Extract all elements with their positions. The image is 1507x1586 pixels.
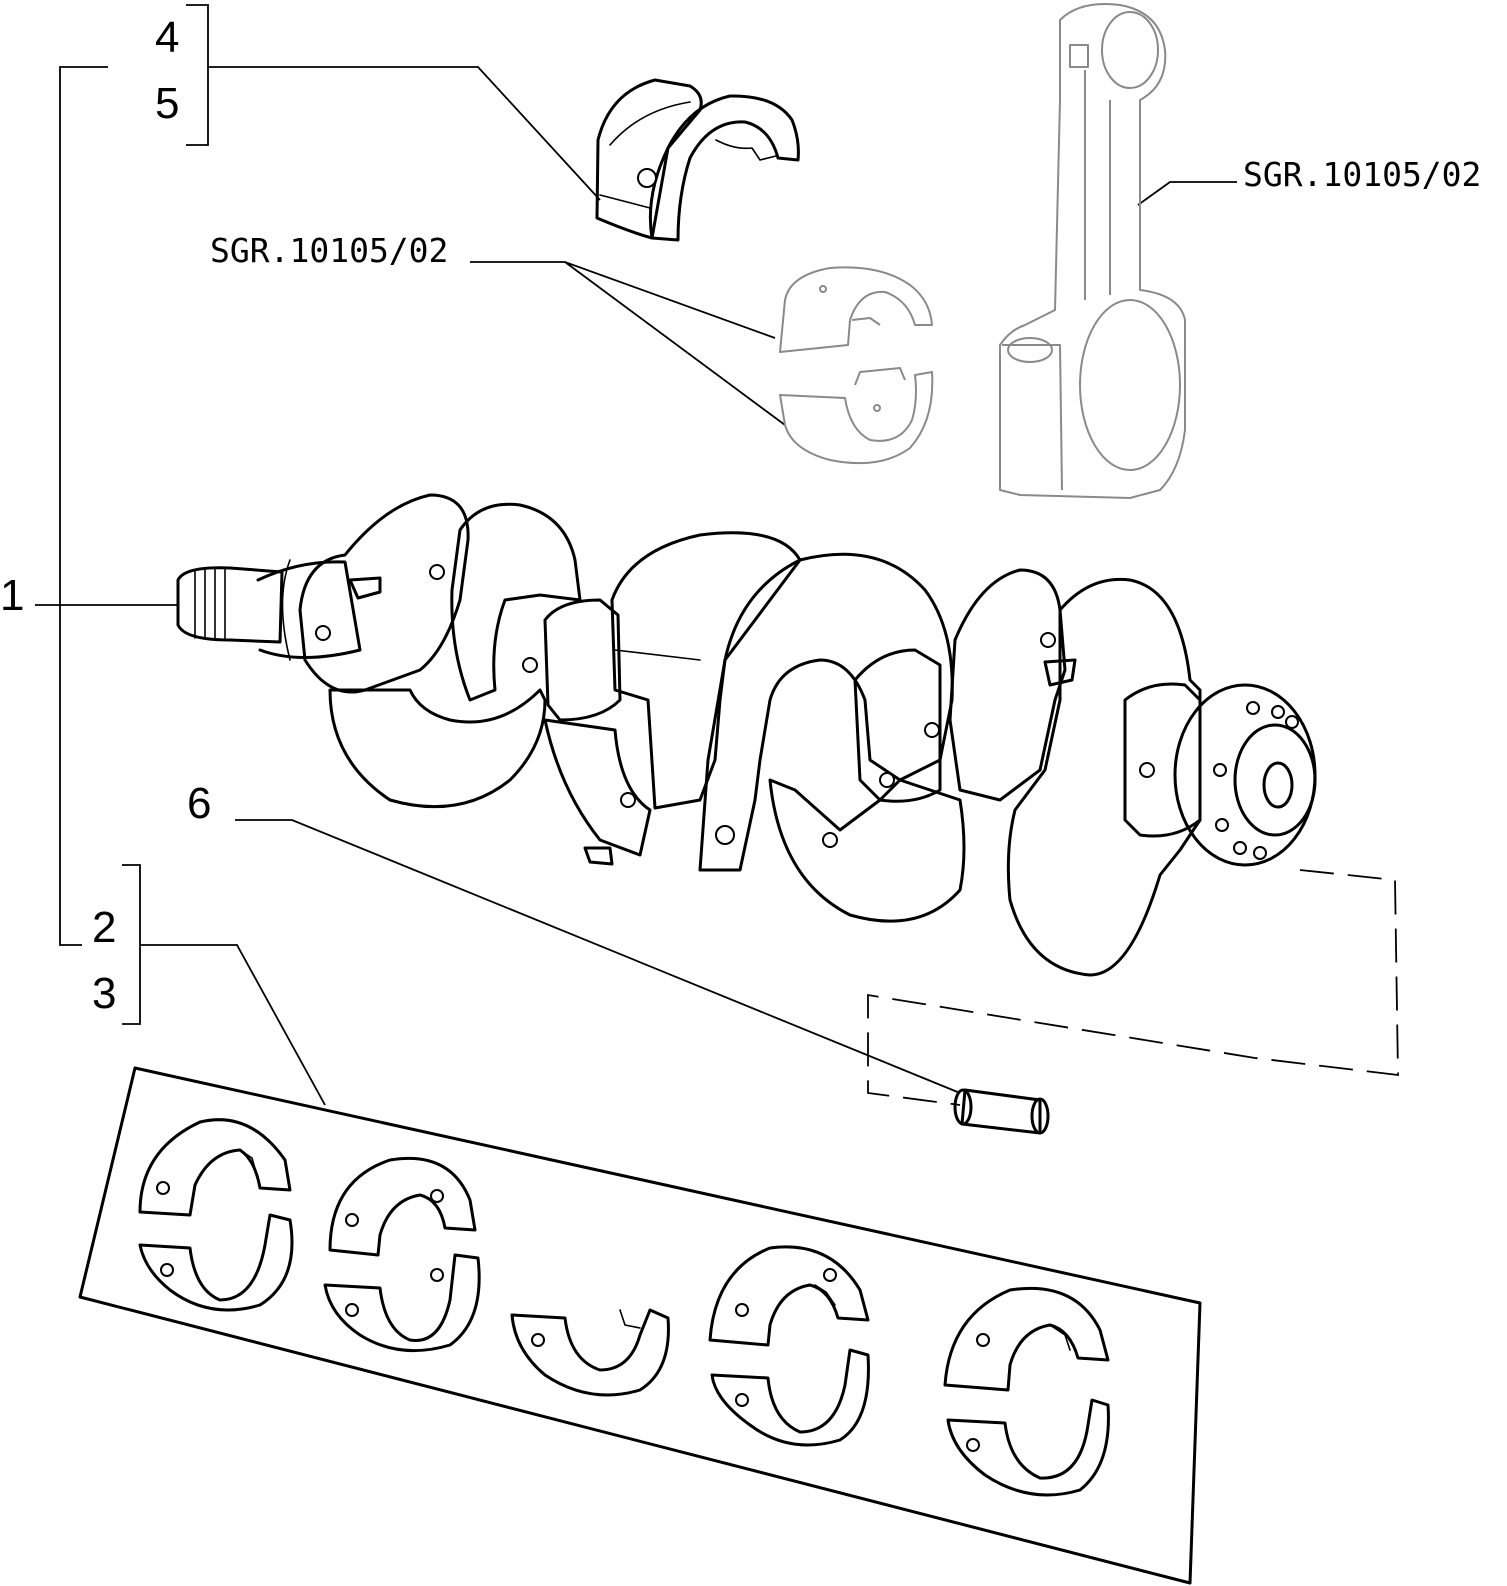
reference-conrod-label: SGR.10105/02 bbox=[1243, 155, 1481, 194]
dowel-indicator bbox=[867, 869, 1399, 1106]
callout-6-leader bbox=[235, 819, 961, 1094]
callout-2-3-bracket bbox=[122, 864, 141, 1025]
conrod-bearing-shells bbox=[779, 266, 934, 465]
main-bearing-pair-5 bbox=[943, 1286, 1110, 1497]
thrust-bearing-shell-top bbox=[595, 78, 800, 242]
dowel-pin bbox=[953, 1088, 1050, 1135]
connecting-rod bbox=[999, 3, 1186, 499]
callout-6-label: 6 bbox=[187, 779, 211, 828]
reference-conrod-bearings-leader-b bbox=[564, 261, 786, 426]
callout-6-group: 6 bbox=[187, 779, 961, 1094]
reference-conrod-bearings-leader-a bbox=[470, 261, 776, 339]
callout-1-bracket bbox=[59, 66, 108, 946]
callout-5-label: 5 bbox=[155, 79, 179, 128]
callout-2-3-group: 2 3 bbox=[92, 864, 326, 1106]
reference-conrod-bearings-label: SGR.10105/02 bbox=[210, 231, 448, 270]
callout-4-5-group: 4 5 bbox=[155, 4, 601, 201]
callout-4-label: 4 bbox=[155, 13, 179, 62]
main-bearing-single-3 bbox=[510, 1308, 670, 1397]
callout-3-label: 3 bbox=[92, 969, 116, 1018]
reference-conrod-group: SGR.10105/02 bbox=[1137, 155, 1481, 206]
crankshaft bbox=[176, 493, 1317, 977]
callout-1-group: 1 bbox=[0, 66, 178, 946]
main-bearing-pair-2 bbox=[323, 1156, 481, 1353]
callout-2-label: 2 bbox=[92, 903, 116, 952]
main-bearing-pair-1 bbox=[138, 1118, 294, 1312]
reference-conrod-bearings-group: SGR.10105/02 bbox=[210, 231, 786, 426]
callout-1-label: 1 bbox=[0, 571, 24, 620]
flange-bolt-holes bbox=[1213, 701, 1299, 860]
callout-4-5-bracket bbox=[186, 4, 209, 146]
reference-conrod-leader bbox=[1137, 181, 1237, 206]
callout-2-3-leader bbox=[140, 944, 326, 1106]
callout-4-5-leader bbox=[208, 66, 601, 201]
main-bearing-kit-panel bbox=[78, 1066, 1202, 1585]
main-bearing-pair-4 bbox=[708, 1245, 870, 1447]
